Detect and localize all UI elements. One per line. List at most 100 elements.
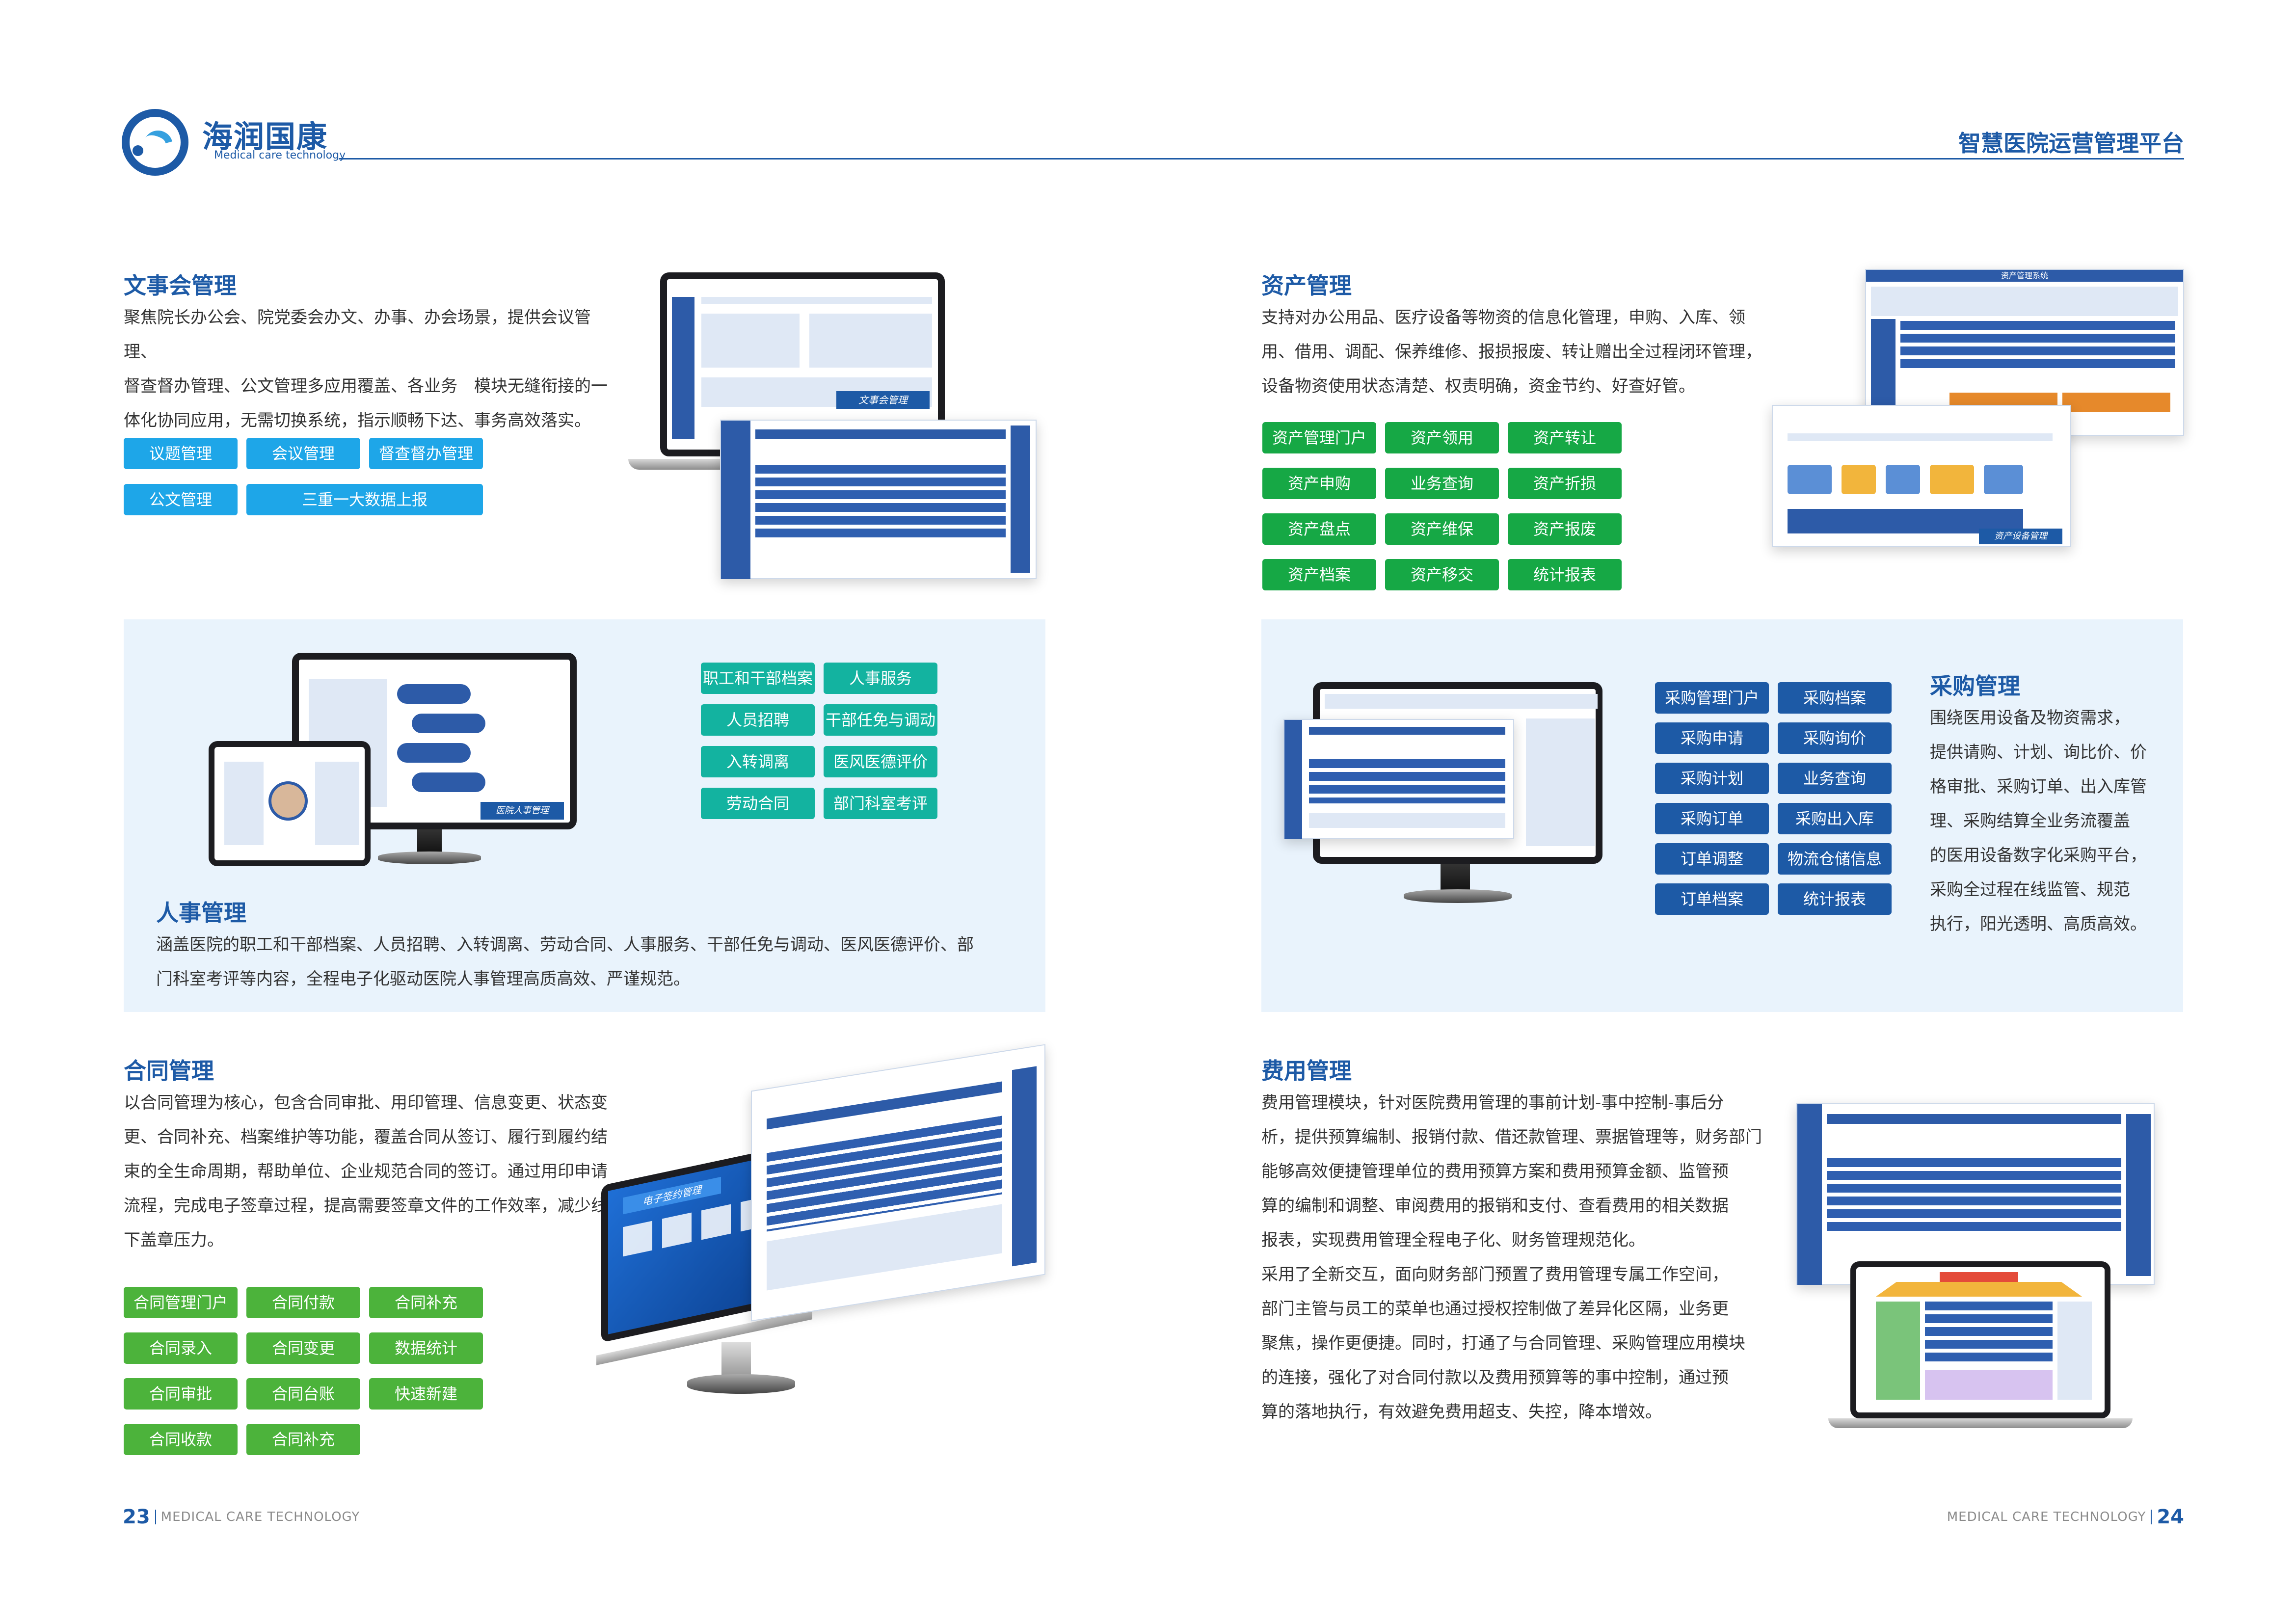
text-line: 涵盖医院的职工和干部档案、人员招聘、入转调离、劳动合同、人事服务、干部任免与调动… <box>156 935 974 955</box>
text-line: 督查督办管理、公文管理多应用覆盖、各业务 模块无缝衔接的一 <box>124 376 608 396</box>
tablet-screen-renshi <box>209 741 371 866</box>
monitor-base <box>378 851 481 864</box>
tag-zichan-shengou[interactable]: 资产申购 <box>1262 468 1376 499</box>
text-line: 格审批、采购订单、出入库管 <box>1930 777 2147 797</box>
tag-caigou-wuliu[interactable]: 物流仓储信息 <box>1778 843 1892 875</box>
tag-hetong-luru[interactable]: 合同录入 <box>124 1332 238 1364</box>
section-title-zichan: 资产管理 <box>1261 272 1352 299</box>
laptop-base <box>1828 1418 2133 1428</box>
screenshot-label: 资产设备管理 <box>1979 529 2062 544</box>
screenshot-zichan-flow: 资产设备管理 <box>1772 405 2071 547</box>
tag-zichan-yijiao[interactable]: 资产移交 <box>1385 559 1499 590</box>
tag-hetong-shoukuan[interactable]: 合同收款 <box>124 1424 238 1455</box>
tag-caigou-baobiao[interactable]: 统计报表 <box>1778 883 1892 915</box>
tag-zichan-baofei[interactable]: 资产报废 <box>1508 513 1622 545</box>
tag-caigou-jihua[interactable]: 采购计划 <box>1655 763 1769 794</box>
text-line: 算的落地执行，有效避免费用超支、失控，降本增效。 <box>1261 1402 1662 1422</box>
tag-hetong-buchong[interactable]: 合同补充 <box>369 1287 483 1318</box>
tag-zichan-menhu[interactable]: 资产管理门户 <box>1262 422 1376 453</box>
text-line: 采购全过程在线监管、规范 <box>1930 880 2130 900</box>
text-line: 围绕医用设备及物资需求， <box>1930 708 2130 728</box>
tag-huiyi[interactable]: 会议管理 <box>246 438 360 469</box>
tag-ducha[interactable]: 督查督办管理 <box>369 438 483 469</box>
tag-caigou-xunjia[interactable]: 采购询价 <box>1778 722 1892 754</box>
monitor-base <box>1404 889 1512 903</box>
tag-renshi-zhaopin[interactable]: 人员招聘 <box>701 704 815 736</box>
tag-caigou-churuku[interactable]: 采购出入库 <box>1778 803 1892 834</box>
section-text-feiyong: 费用管理模块，针对医院费用管理的事前计划-事中控制-事后分 析，提供预算编制、报… <box>1261 1086 1762 1429</box>
text-line: 执行，阳光透明、高质高效。 <box>1930 914 2147 934</box>
tag-hetong-buchong-2[interactable]: 合同补充 <box>246 1424 360 1455</box>
section-text-wenshihui: 聚焦院长办公会、院党委会办文、办事、办会场景，提供会议管理、 督查督办管理、公文… <box>124 300 614 438</box>
screenshot-feiyong <box>1796 1103 2155 1285</box>
text-line: 聚焦，操作更便捷。同时，打通了与合同管理、采购管理应用模块 <box>1261 1333 1745 1353</box>
text-line: 的医用设备数字化采购平台， <box>1930 846 2147 865</box>
text-line: 采用了全新交互，面向财务部门预置了费用管理专属工作空间， <box>1261 1265 1729 1284</box>
tag-zichan-baobiao[interactable]: 统计报表 <box>1508 559 1622 590</box>
tag-caigou-dangan[interactable]: 采购档案 <box>1778 682 1892 714</box>
tag-caigou-dingdandangan[interactable]: 订单档案 <box>1655 883 1769 915</box>
tag-zichan-chaxun[interactable]: 业务查询 <box>1385 468 1499 499</box>
tag-renshi-hetong[interactable]: 劳动合同 <box>701 788 815 819</box>
section-text-zichan: 支持对办公用品、医疗设备等物资的信息化管理，申购、入库、领 用、借用、调配、保养… <box>1261 300 1762 403</box>
tag-caigou-dingdan[interactable]: 采购订单 <box>1655 803 1769 834</box>
tag-gongwen[interactable]: 公文管理 <box>124 484 238 515</box>
tag-yiti[interactable]: 议题管理 <box>124 438 238 469</box>
tag-renshi-ruzhuan[interactable]: 入转调离 <box>701 746 815 777</box>
tag-hetong-xinjian[interactable]: 快速新建 <box>369 1378 483 1410</box>
tag-zichan-zhesun[interactable]: 资产折损 <box>1508 468 1622 499</box>
footer-left: 23 MEDICAL CARE TECHNOLOGY <box>123 1506 360 1528</box>
screenshot-label: 电子签约管理 <box>623 1176 721 1215</box>
monitor-stand <box>721 1342 751 1377</box>
text-line: 支持对办公用品、医疗设备等物资的信息化管理，申购、入库、领 <box>1261 308 1745 327</box>
header-divider <box>339 158 2184 160</box>
tag-hetong-shenpi[interactable]: 合同审批 <box>124 1378 238 1410</box>
tag-sanzhong[interactable]: 三重一大数据上报 <box>246 484 483 515</box>
screenshot-caigou <box>1283 719 1514 839</box>
tag-zichan-pandian[interactable]: 资产盘点 <box>1262 513 1376 545</box>
text-line: 体化协同应用，无需切换系统，指示顺畅下达、事务高效落实。 <box>124 411 591 430</box>
footer-right: MEDICAL CARE TECHNOLOGY 24 <box>1947 1506 2184 1528</box>
tag-renshi-dangan[interactable]: 职工和干部档案 <box>701 663 815 694</box>
section-title-caigou: 采购管理 <box>1930 673 2020 699</box>
footer-text-right: MEDICAL CARE TECHNOLOGY <box>1947 1510 2146 1524</box>
text-line: 报表，实现费用管理全程电子化、财务管理规范化。 <box>1261 1230 1645 1250</box>
text-line: 析，提供预算编制、报销付款、借还款管理、票据管理等，财务部门 <box>1261 1127 1762 1147</box>
tag-renshi-yifeng[interactable]: 医风医德评价 <box>824 746 937 777</box>
tag-hetong-tongji[interactable]: 数据统计 <box>369 1332 483 1364</box>
section-title-renshi: 人事管理 <box>156 900 246 926</box>
footer-text-left: MEDICAL CARE TECHNOLOGY <box>160 1510 360 1524</box>
tag-zichan-weibao[interactable]: 资产维保 <box>1385 513 1499 545</box>
tag-caigou-tiaozheng[interactable]: 订单调整 <box>1655 843 1769 875</box>
tag-zichan-dangan[interactable]: 资产档案 <box>1262 559 1376 590</box>
tag-caigou-menhu[interactable]: 采购管理门户 <box>1655 682 1769 714</box>
text-line: 流程，完成电子签章过程，提高需要签章文件的工作效率，减少线 <box>124 1196 608 1216</box>
monitor-stand <box>417 829 442 854</box>
tag-caigou-shenqing[interactable]: 采购申请 <box>1655 722 1769 754</box>
platform-title: 智慧医院运营管理平台 <box>1958 130 2184 157</box>
section-text-hetong: 以合同管理为核心，包含合同审批、用印管理、信息变更、状态变 更、合同补充、档案维… <box>124 1086 614 1257</box>
brand-subtitle: Medical care technology <box>214 149 346 161</box>
text-line: 提供请购、计划、询比价、价 <box>1930 743 2147 762</box>
screenshot-wenshihui: 文事会管理 <box>720 391 1037 579</box>
screenshot-header: 资产管理系统 <box>1866 270 2183 282</box>
text-line: 以合同管理为核心，包含合同审批、用印管理、信息变更、状态变 <box>124 1093 608 1113</box>
text-line: 算的编制和调整、审阅费用的报销和支付、查看费用的相关数据 <box>1261 1196 1729 1216</box>
tag-hetong-biangeng[interactable]: 合同变更 <box>246 1332 360 1364</box>
tag-renshi-renmian[interactable]: 干部任免与调动 <box>824 704 937 736</box>
tag-renshi-kaoping[interactable]: 部门科室考评 <box>824 788 937 819</box>
tag-hetong-menhu[interactable]: 合同管理门户 <box>124 1287 238 1318</box>
text-line: 的连接，强化了对合同付款以及费用预算等的事中控制，通过预 <box>1261 1368 1729 1387</box>
tag-caigou-chaxun[interactable]: 业务查询 <box>1778 763 1892 794</box>
text-line: 聚焦院长办公会、院党委会办文、办事、办会场景，提供会议管理、 <box>124 308 591 362</box>
tag-renshi-fuwu[interactable]: 人事服务 <box>824 663 937 694</box>
tag-hetong-taizhang[interactable]: 合同台账 <box>246 1378 360 1410</box>
monitor-stand <box>1441 864 1470 893</box>
tag-zichan-zhuanrang[interactable]: 资产转让 <box>1508 422 1622 453</box>
tag-hetong-fukuan[interactable]: 合同付款 <box>246 1287 360 1318</box>
screenshot-label: 医院人事管理 <box>481 802 564 820</box>
sidebar-mock <box>672 297 694 439</box>
page-number-left: 23 <box>123 1506 150 1528</box>
text-line: 下盖章压力。 <box>124 1230 224 1250</box>
tag-zichan-lingyong[interactable]: 资产领用 <box>1385 422 1499 453</box>
